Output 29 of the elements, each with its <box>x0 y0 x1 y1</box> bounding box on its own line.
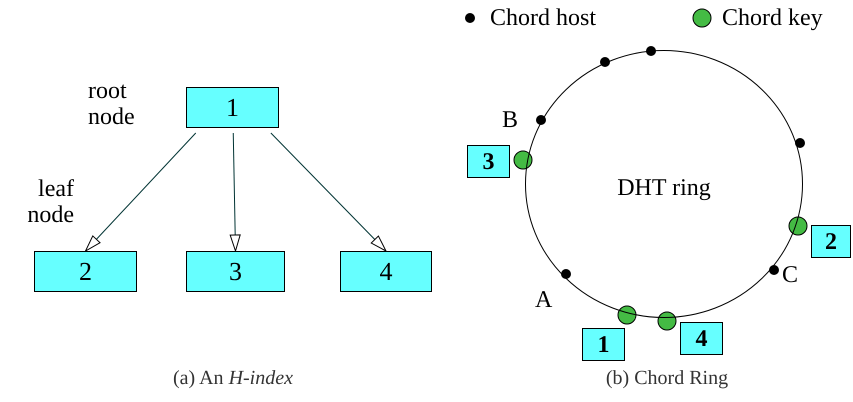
node-text: 1 <box>598 332 610 356</box>
key-box <box>582 328 625 361</box>
tree-node-box <box>34 251 137 292</box>
node-text: 3 <box>482 150 494 174</box>
node-text: 2 <box>825 230 837 254</box>
host-label: B <box>502 107 520 133</box>
node-text: 4 <box>696 326 708 350</box>
tree-node-box <box>186 87 279 128</box>
caption: (b) Chord Ring <box>604 366 730 390</box>
caption: (a) An H-index <box>172 366 294 390</box>
legend-label: Chord key <box>722 6 823 30</box>
legend-label: Chord host <box>490 6 596 30</box>
key-box <box>680 322 723 355</box>
host-label: A <box>535 287 554 313</box>
ring-label: DHT ring <box>617 176 711 200</box>
node-text: 3 <box>229 258 242 284</box>
key-box <box>467 145 510 178</box>
node-label: root node <box>88 78 136 130</box>
tree-node-box <box>186 251 285 292</box>
host-label: C <box>782 262 800 288</box>
arrow <box>230 132 241 252</box>
node-text: 2 <box>79 258 92 284</box>
key-box <box>811 225 851 258</box>
tree-node-box <box>340 251 432 292</box>
node-label: leaf node <box>26 176 74 228</box>
node-text: 1 <box>226 94 239 120</box>
arrow <box>270 132 386 252</box>
arrow <box>85 132 196 252</box>
node-text: 4 <box>380 258 392 284</box>
